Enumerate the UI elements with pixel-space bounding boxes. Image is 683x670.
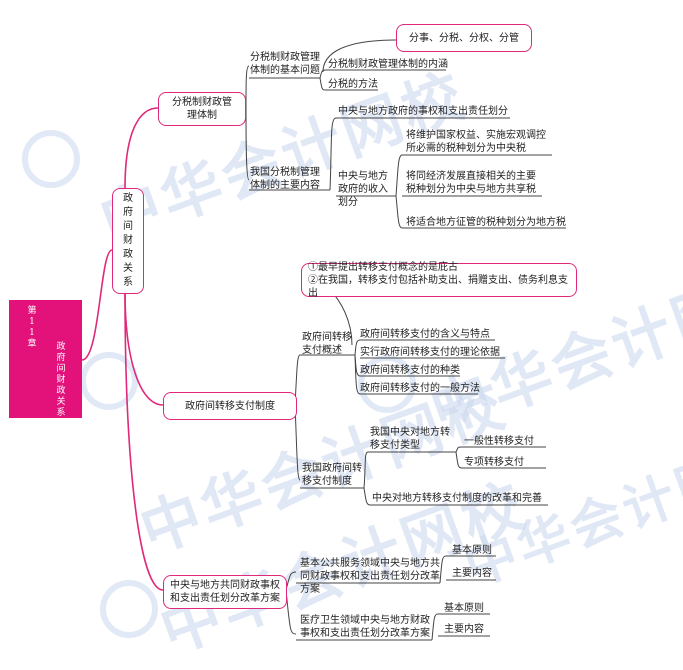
node-central-tax: 将维护国家权益、实施宏观调控所必需的税种划分为中央税: [406, 130, 546, 154]
watermark-logo-icon: [100, 580, 158, 638]
node-shared-tax: 将同经济发展直接相关的主要税种划分为中央与地方共享税: [406, 171, 536, 195]
node-theory-basis: 实行政府间转移支付的理论依据: [360, 347, 500, 358]
node-local-tax: 将适合地方征管的税种划分为地方税: [406, 217, 566, 228]
chapter-label: 第11章 政府间财政关系: [9, 300, 82, 418]
node-principles: 基本原则: [452, 545, 492, 556]
node-general-transfer: 一般性转移支付: [464, 436, 534, 447]
node-special-transfer: 专项转移支付: [464, 457, 524, 468]
watermark-logo-icon: [22, 130, 80, 188]
branch-shared-authority[interactable]: 中央与地方共同财政事权和支出责任划分改革方案: [163, 575, 287, 609]
branch-title: 中央与地方共同财政事权和支出责任划分改革方案: [170, 580, 280, 604]
node-main-content: 我国分税制管理体制的主要内容: [250, 167, 320, 191]
note-text: 分事、分税、分权、分管: [409, 32, 519, 44]
watermark-logo-icon: [80, 352, 138, 410]
chapter-number: 第11章: [27, 306, 37, 349]
note-transfer-concept: ①最早提出转移支付概念的是庇古 ②在我国，转移支付包括补助支出、捐赠支出、债务利…: [301, 261, 577, 299]
node-transfer-overview: 政府间转移支付概述: [302, 332, 352, 356]
node-transfer-types: 我国中央对地方转移支付类型: [370, 427, 450, 451]
branch-title: 政府间转移支付制度: [185, 400, 275, 412]
node-principles: 基本原则: [444, 603, 484, 614]
node-china-transfer: 我国政府间转移支付制度: [302, 463, 362, 487]
node-main-points: 主要内容: [444, 624, 484, 635]
node-public-service-plan: 基本公共服务领域中央与地方共同财政事权和支出责任划分改革方案: [300, 558, 440, 595]
node-types: 政府间转移支付的种类: [360, 365, 460, 376]
node-meaning-features: 政府间转移支付的含义与特点: [360, 329, 490, 340]
node-basic-issues: 分税制财政管理体制的基本问题: [250, 52, 320, 76]
node-general-methods: 政府间转移支付的一般方法: [360, 383, 480, 394]
node-main-points: 主要内容: [452, 568, 492, 579]
node-revenue-division: 中央与地方政府的收入划分: [338, 171, 388, 208]
node-healthcare-plan: 医疗卫生领域中央与地方财政事权和支出责任划分改革方案: [300, 615, 430, 639]
branch-fiscal-system[interactable]: 分税制财政管理体制: [158, 92, 246, 126]
branch-transfer-payment[interactable]: 政府间转移支付制度: [163, 392, 297, 420]
node-connotation: 分税制财政管理体制的内涵: [328, 59, 448, 70]
branch-title: 分税制财政管理体制: [172, 97, 232, 121]
node-tax-method: 分税的方法: [328, 79, 378, 90]
chapter-title: 政府间财政关系: [56, 342, 66, 418]
node-authority-division: 中央与地方政府的事权和支出责任划分: [338, 106, 508, 117]
root-node[interactable]: 政府间财政关系: [112, 188, 144, 294]
note-four-divisions: 分事、分税、分权、分管: [396, 24, 532, 52]
note-text: ①最早提出转移支付概念的是庇古 ②在我国，转移支付包括补助支出、捐赠支出、债务利…: [308, 261, 568, 299]
node-reform: 中央对地方转移支付制度的改革和完善: [372, 493, 542, 504]
root-label: 政府间财政关系: [123, 193, 133, 288]
